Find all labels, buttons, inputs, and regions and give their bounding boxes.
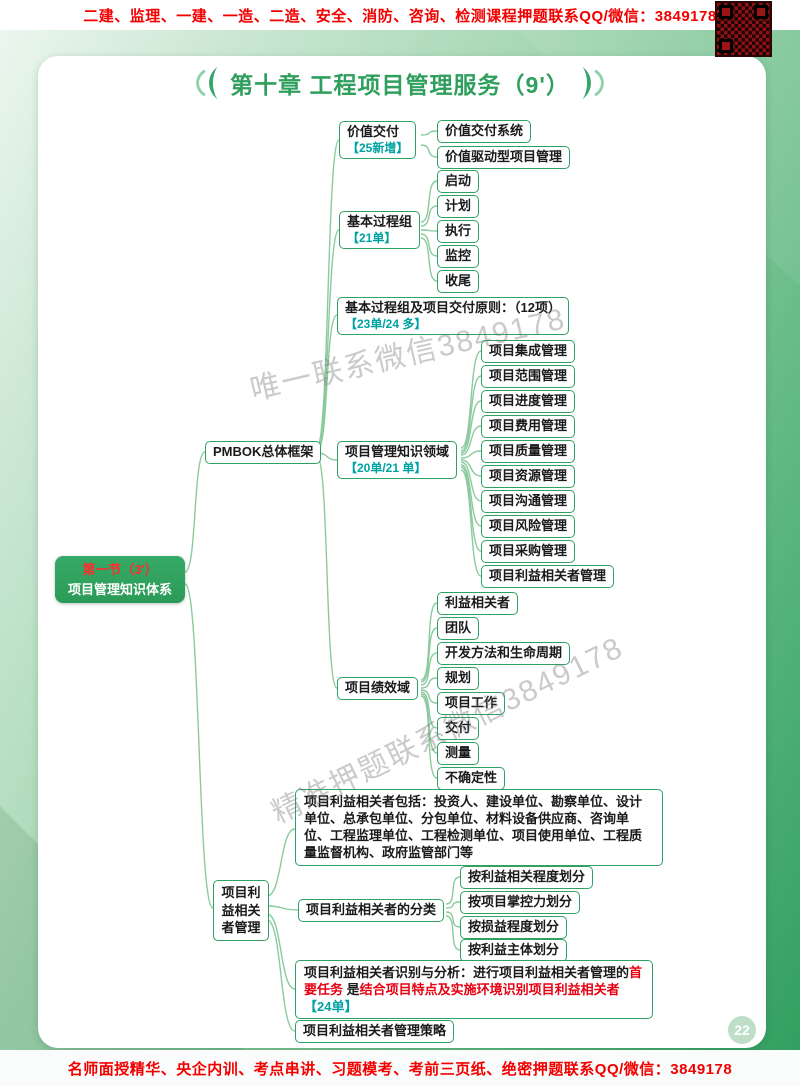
node-title: 基本过程组及项目交付原则：（12项） — [345, 300, 561, 315]
leaf-cost-mgmt: 项目费用管理 — [481, 415, 576, 438]
leaf-risk-mgmt: 项目风险管理 — [481, 515, 576, 538]
identification-text: 是 — [343, 982, 360, 998]
node-title: 基本过程组 — [347, 214, 413, 229]
leaf-value-delivery-system: 价值交付系统 — [437, 120, 532, 143]
node-stakeholder-includes: 项目利益相关者包括：投资人、建设单位、勘察单位、设计单位、总承包单位、分包单位、… — [295, 789, 663, 866]
root-node-section-one: 第一节（3'） 项目管理知识体系 — [55, 556, 185, 603]
qr-finder-icon — [719, 39, 733, 53]
leaf-stakeholders-domain: 利益相关者 — [437, 592, 519, 615]
chapter-title-row: 第十章 工程项目管理服务（9'） — [180, 62, 620, 104]
exam-tag: 【23单/24 多】 — [345, 316, 427, 331]
leaf-project-work-domain: 项目工作 — [437, 692, 506, 715]
identification-highlight: 结合项目特点及实施环境识别项目利益相关者 — [359, 982, 620, 998]
leaf-schedule-mgmt: 项目进度管理 — [481, 390, 576, 413]
leaf-scope-mgmt: 项目范围管理 — [481, 365, 576, 388]
leaf-uncertainty-domain: 不确定性 — [437, 767, 506, 790]
exam-tag: 【25新增】 — [347, 140, 409, 155]
leaf-delivery-domain: 交付 — [437, 717, 480, 740]
node-pmbok-framework: PMBOK总体框架 — [205, 441, 322, 464]
leaf-monitoring: 监控 — [437, 245, 480, 268]
leaf-dev-lifecycle-domain: 开发方法和生命周期 — [437, 642, 571, 665]
node-stakeholder-identification: 项目利益相关者识别与分析：进行项目利益相关者管理的首要任务 是结合项目特点及实施… — [295, 960, 653, 1020]
bottom-banner: 名师面授精华、央企内训、考点串讲、习题模考、考前三页纸、绝密押题联系QQ/微信：… — [0, 1050, 800, 1086]
leaf-executing: 执行 — [437, 220, 480, 243]
node-delivery-principles: 基本过程组及项目交付原则：（12项） 【23单/24 多】 — [337, 297, 569, 336]
leaf-by-project-control: 按项目掌控力划分 — [460, 891, 581, 914]
leaf-by-interest-degree: 按利益相关程度划分 — [460, 866, 594, 889]
node-stakeholder-strategy: 项目利益相关者管理策略 — [295, 1020, 455, 1043]
leaf-communication-mgmt: 项目沟通管理 — [481, 490, 576, 513]
bottom-banner-text: 名师面授精华、央企内训、考点串讲、习题模考、考前三页纸、绝密押题联系QQ/微信：… — [67, 1060, 733, 1078]
exam-tag: 【24单】 — [304, 999, 358, 1015]
identification-text: 项目利益相关者识别与分析：进行项目利益相关者管理的 — [304, 965, 630, 980]
top-banner-text: 二建、监理、一建、一造、二造、安全、消防、咨询、检测课程押题联系QQ/微信：38… — [83, 7, 717, 25]
leaf-initiating: 启动 — [437, 170, 480, 193]
node-performance-domains: 项目绩效域 — [337, 677, 419, 700]
root-node-section-label: 第一节（3'） — [82, 562, 158, 577]
top-banner: 二建、监理、一建、一造、二造、安全、消防、咨询、检测课程押题联系QQ/微信：38… — [0, 0, 800, 30]
node-title: 价值交付 — [347, 124, 400, 139]
root-node-title: 项目管理知识体系 — [67, 581, 172, 597]
node-title: 项目管理知识领域 — [345, 444, 450, 459]
leaf-by-gain-loss-degree: 按损益程度划分 — [460, 916, 568, 939]
chapter-title: 第十章 工程项目管理服务（9'） — [230, 72, 570, 98]
node-value-delivery: 价值交付 【25新增】 — [339, 121, 417, 160]
qr-code-icon — [715, 1, 772, 57]
leaf-quality-mgmt: 项目质量管理 — [481, 440, 576, 463]
exam-tag: 【20单/21 单】 — [345, 460, 427, 475]
qr-finder-icon — [719, 5, 733, 19]
leaf-team-domain: 团队 — [437, 617, 480, 640]
exam-tag: 【21单】 — [347, 230, 397, 245]
title-decoration-left-icon — [196, 67, 218, 99]
node-stakeholder-classification: 项目利益相关者的分类 — [298, 899, 445, 922]
leaf-stakeholder-mgmt: 项目利益相关者管理 — [481, 565, 615, 588]
node-process-groups: 基本过程组 【21单】 — [339, 211, 421, 250]
node-knowledge-areas: 项目管理知识领域 【20单/21 单】 — [337, 441, 458, 480]
leaf-planning-domain: 规划 — [437, 667, 480, 690]
leaf-procurement-mgmt: 项目采购管理 — [481, 540, 576, 563]
identification-highlight: 首要任务 — [304, 965, 643, 998]
leaf-planning: 计划 — [437, 195, 480, 218]
node-stakeholder-management: 项目利益相关者管理 — [213, 880, 269, 941]
title-decoration-right-icon — [582, 67, 604, 99]
leaf-resource-mgmt: 项目资源管理 — [481, 465, 576, 488]
qr-finder-icon — [754, 5, 768, 19]
leaf-closing: 收尾 — [437, 270, 480, 293]
leaf-value-driven-pm: 价值驱动型项目管理 — [437, 146, 571, 169]
page-number-badge: 22 — [728, 1016, 756, 1044]
leaf-measurement-domain: 测量 — [437, 742, 480, 765]
leaf-integration-mgmt: 项目集成管理 — [481, 340, 576, 363]
leaf-by-interest-subject: 按利益主体划分 — [460, 939, 568, 962]
